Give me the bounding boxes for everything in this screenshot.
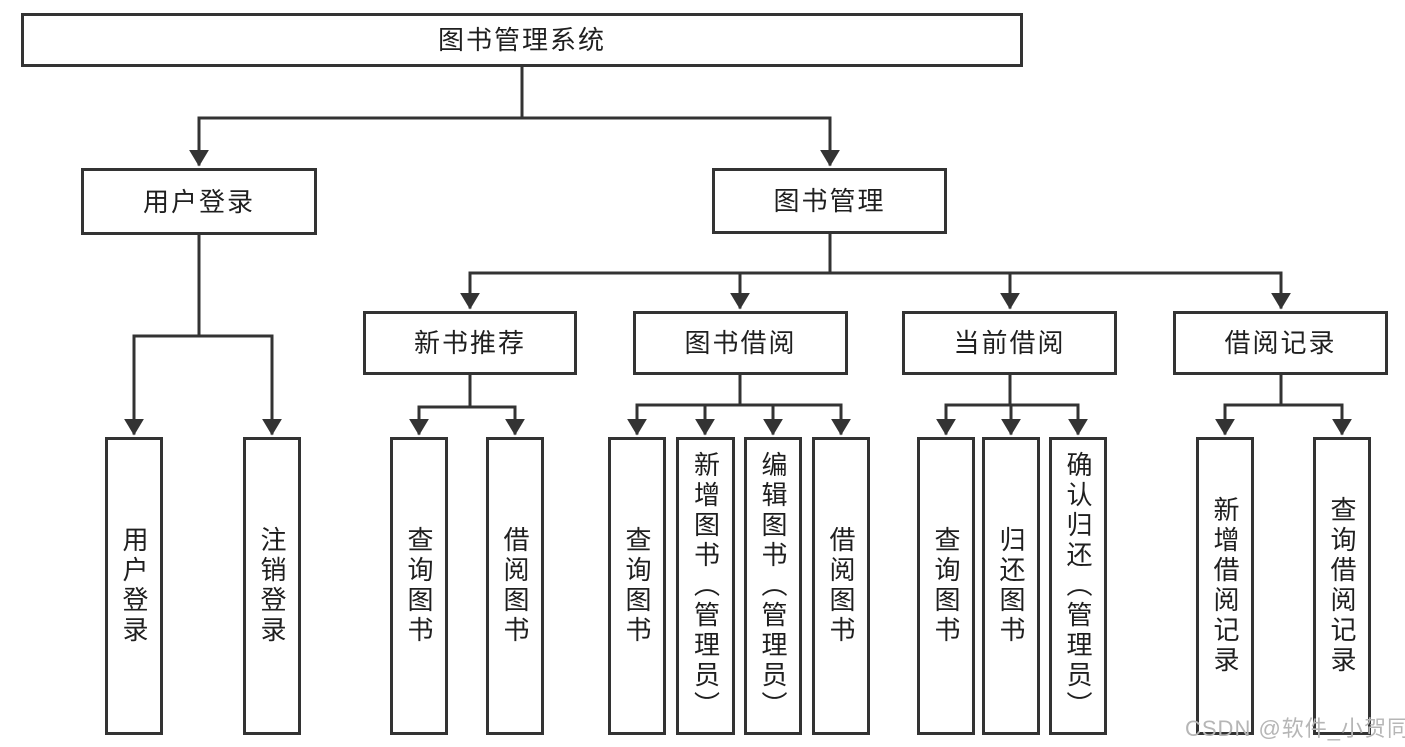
connector-book-borrow-children [627,373,851,436]
node-cb-query-books: 查询图书 [917,437,975,735]
node-new-book-rec: 新书推荐 [363,311,577,375]
node-bb-edit-books-admin: 编辑图书（管理员） [744,437,802,735]
node-user-login-leaf: 用户登录 [105,437,163,735]
node-cb-return-books: 归还图书 [982,437,1040,735]
node-book-borrow: 图书借阅 [633,311,848,375]
node-user-login: 用户登录 [81,168,317,235]
node-logout-leaf: 注销登录 [243,437,301,735]
watermark: CSDN @软件_小贺同学 [1185,716,1405,741]
connector-root-to-level2 [189,65,840,167]
node-br-query-record: 查询借阅记录 [1313,437,1371,735]
node-book-mgmt: 图书管理 [712,168,947,234]
node-nb-borrow-books: 借阅图书 [486,437,544,735]
node-nb-query-books: 查询图书 [390,437,448,735]
connector-borrow-records-children [1215,373,1352,436]
connector-book-mgmt-children [460,232,1291,310]
node-borrow-records: 借阅记录 [1173,311,1388,375]
node-bb-add-books-admin: 新增图书（管理员） [676,437,735,735]
node-root: 图书管理系统 [21,13,1023,67]
node-bb-borrow-books: 借阅图书 [812,437,870,735]
node-bb-query-books: 查询图书 [608,437,666,735]
connector-current-borrow-children [936,373,1088,436]
connector-user-login-children [124,233,282,436]
connector-new-book-rec-children [409,373,525,436]
node-cb-confirm-return-admin: 确认归还（管理员） [1049,437,1107,735]
node-current-borrow: 当前借阅 [902,311,1117,375]
node-br-add-record: 新增借阅记录 [1196,437,1254,735]
